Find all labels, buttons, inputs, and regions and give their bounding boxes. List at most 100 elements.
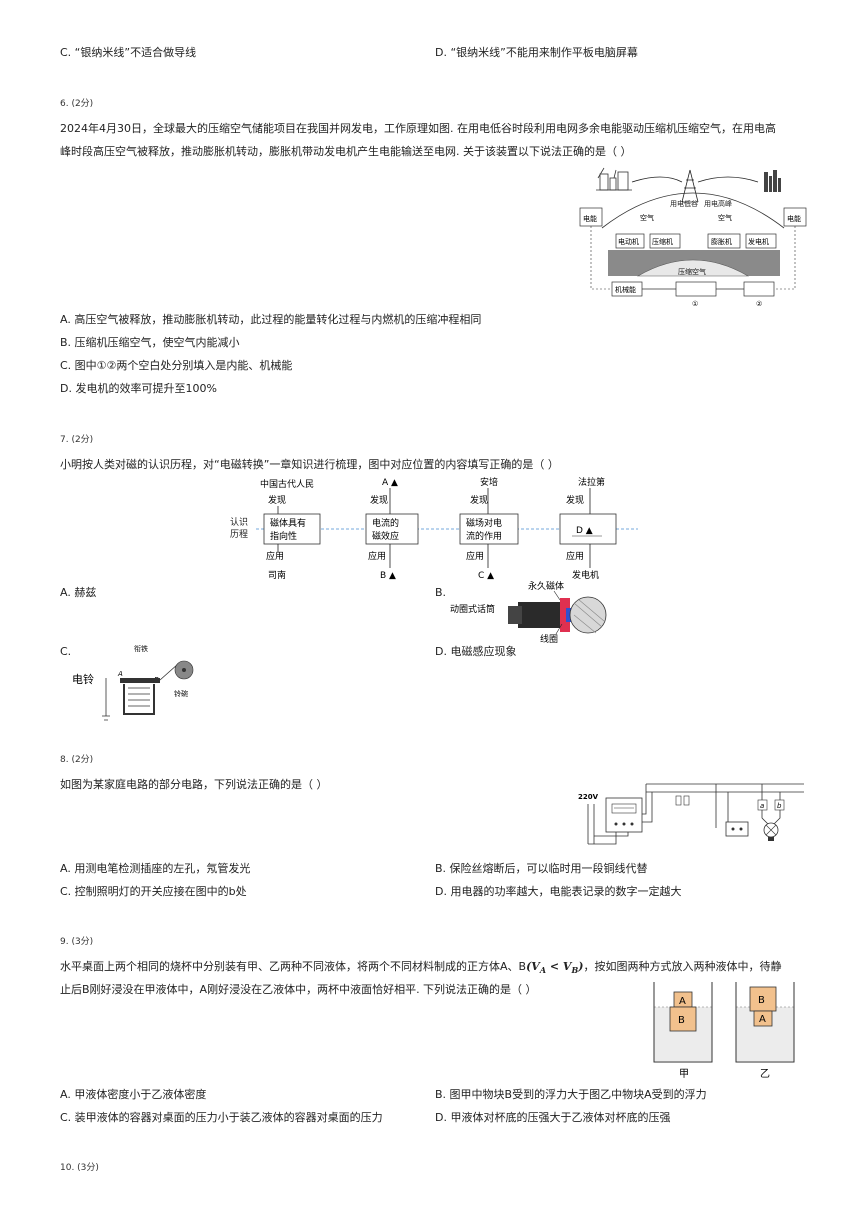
q10-number: 10. (3分) [60,1163,99,1173]
q7-option-c: C. [60,645,72,658]
point-a-label: A [117,670,123,678]
q7-option-a: A. 赫兹 [60,586,97,599]
q7-option-b: B. [435,586,447,599]
jia-label: 甲 [679,1069,689,1080]
col4-bottom: 发电机 [572,569,599,581]
voltage-label: 220V [578,793,599,801]
q9-math-open: (V [526,960,540,973]
q9-sub-a: A [539,965,547,976]
q6-option-c: C. 图中①②两个空白处分别填入是内能、机械能 [60,359,293,372]
yi-label: 乙 [760,1068,770,1080]
timeline-side-label-1: 认识 [230,516,248,528]
gong-label: 铃碗 [174,689,188,698]
q9-option-b: B. 图甲中物块B受到的浮力大于图乙中物块A受到的浮力 [435,1088,707,1101]
col4-top: 法拉第 [578,476,605,488]
q6-stem-line2: 峰时段高压空气被释放，推动膨胀机转动，膨胀机带动发电机产生电能输送至电网. 关于… [60,145,632,158]
col3-box-2: 流的作用 [466,530,502,542]
motor-label: 电动机 [618,237,639,246]
col1-discover: 发现 [268,494,286,506]
generator-label: 发电机 [748,237,769,246]
col2-bottom: B ▲ [380,571,396,581]
col2-box-1: 电流的 [372,517,399,529]
coil-label: 线圈 [540,633,558,645]
timeline-side-label-2: 历程 [230,529,248,540]
col3-discover: 发现 [470,494,488,506]
q5-option-d: D. “银纳米线”不能用来制作平板电脑屏幕 [435,46,638,59]
expander-label: 膨胀机 [711,237,732,246]
q6-stem-line1: 2024年4月30日，全球最大的压缩空气储能项目在我国并网发电，工作原理如图. … [60,122,776,135]
point-a-label: a [760,802,764,810]
q9-sub-b: B [571,965,579,976]
col3-box-1: 磁场对电 [466,517,502,529]
q7-microphone-figure: 永久磁体 动圈式话筒 线圈 [450,580,607,645]
q8-option-c: C. 控制照明灯的开关应接在图中的b处 [60,885,247,898]
city-buildings-icon [764,170,781,192]
q9-option-c: C. 装甲液体的容器对桌面的压力小于装乙液体的容器对桌面的压力 [60,1111,383,1124]
q9-stem-line1-b: ，按如图两种方式放入两种液体中，待静 [583,960,782,973]
col1-bottom: 司南 [268,569,286,581]
q9-stem-line2: 止后B刚好浸没在甲液体中，A刚好浸没在乙液体中，两杯中液面恰好相平. 下列说法正… [60,983,537,996]
q6-option-b: B. 压缩机压缩空气，使空气内能减小 [60,336,240,349]
col1-apply: 应用 [266,550,284,562]
peak-label: 用电高峰 [704,199,732,208]
q7-stem: 小明按人类对磁的认识历程，对“电磁转换”一章知识进行梳理，图中对应位置的内容填写… [60,458,559,471]
q6-option-a: A. 高压空气被释放，推动膨胀机转动，此过程的能量转化过程与内燃机的压缩冲程相同 [60,313,482,326]
q8-option-b: B. 保险丝熔断后，可以临时用一段铜线代替 [435,862,648,875]
right-energy-label: 电能 [787,214,801,223]
q8-number: 8. (2分) [60,755,94,765]
q9-math-lt: < V [546,960,572,973]
q8-stem: 如图为某家庭电路的部分电路，下列说法正确的是（ ） [60,778,328,791]
armature-label: 衔铁 [134,644,148,653]
q7-option-d: D. 电磁感应现象 [435,645,517,658]
valley-label: 用电低谷 [670,199,698,208]
q9-stem-line1-a: 水平桌面上两个相同的烧杯中分别装有甲、乙两种不同液体，将两个不同材料制成的正方体… [60,960,527,973]
col2-apply: 应用 [368,550,386,562]
left-energy-label: 电能 [583,214,597,223]
jia-block-a-label: A [679,996,686,1007]
q7-timeline-diagram: 认识 历程 中国古代人民 发现 磁体具有 指向性 应用 司南 A ▲ 发现 电流… [230,476,638,581]
q8-option-d: D. 用电器的功率越大，电能表记录的数字一定越大 [435,885,682,898]
q6-option-d: D. 发电机的效率可提升至100% [60,382,217,395]
q9-number: 9. (3分) [60,937,94,947]
blank2-label: ② [756,300,762,308]
col3-top: 安培 [480,476,498,488]
q5-option-c: C. “银纳米线”不适合做导线 [60,46,197,59]
col1-top: 中国古代人民 [260,478,314,490]
col1-box-1: 磁体具有 [270,517,306,529]
q9-beakers-figure: A B 甲 B A 乙 [653,982,795,1080]
mic-label: 动圈式话筒 [450,603,495,615]
bell-label: 电铃 [72,672,94,686]
col3-apply: 应用 [466,550,484,562]
col2-top: A ▲ [382,478,398,488]
q7-number: 7. (2分) [60,435,94,445]
jia-block-b-label: B [678,1015,685,1026]
point-b-label: b [777,802,782,810]
q6-energy-storage-diagram: 用电低谷 用电高峰 电能 电能 空气 空气 电动机 压缩机 膨胀机 发电机 压缩… [579,167,807,308]
q9-stem-line1: 水平桌面上两个相同的烧杯中分别装有甲、乙两种不同液体，将两个不同材料制成的正方体… [60,960,781,977]
yi-block-b-label: B [758,995,765,1006]
yi-block-a-label: A [759,1014,766,1025]
air-right-label: 空气 [718,213,732,222]
mech-energy-label: 机械能 [615,285,636,294]
q8-option-a: A. 用测电笔检测插座的左孔，氖管发光 [60,862,251,875]
magnet-label: 永久磁体 [528,580,564,592]
col4-discover: 发现 [566,494,584,506]
blank1-label: ① [692,300,698,308]
col4-apply: 应用 [566,550,584,562]
q7-electric-bell-figure: 衔铁 电铃 A B 铃碗 [72,644,194,721]
q8-household-circuit-diagram: 220V a b [578,783,804,845]
compressor-label: 压缩机 [652,237,673,246]
compressed-air-label: 压缩空气 [678,267,706,276]
q9-math-close: ) [578,960,584,973]
power-plant-icon [596,167,632,191]
air-left-label: 空气 [640,213,654,222]
q9-option-a: A. 甲液体密度小于乙液体密度 [60,1088,207,1101]
q6-number: 6. (2分) [60,99,94,109]
col2-discover: 发现 [370,494,388,506]
q9-option-d: D. 甲液体对杯底的压强大于乙液体对杯底的压强 [435,1111,671,1124]
power-tower-icon [631,169,759,203]
col2-box-2: 磁效应 [372,530,399,542]
col1-box-2: 指向性 [270,530,297,542]
col3-bottom: C ▲ [478,571,494,581]
col4-box: D ▲ [576,526,593,536]
